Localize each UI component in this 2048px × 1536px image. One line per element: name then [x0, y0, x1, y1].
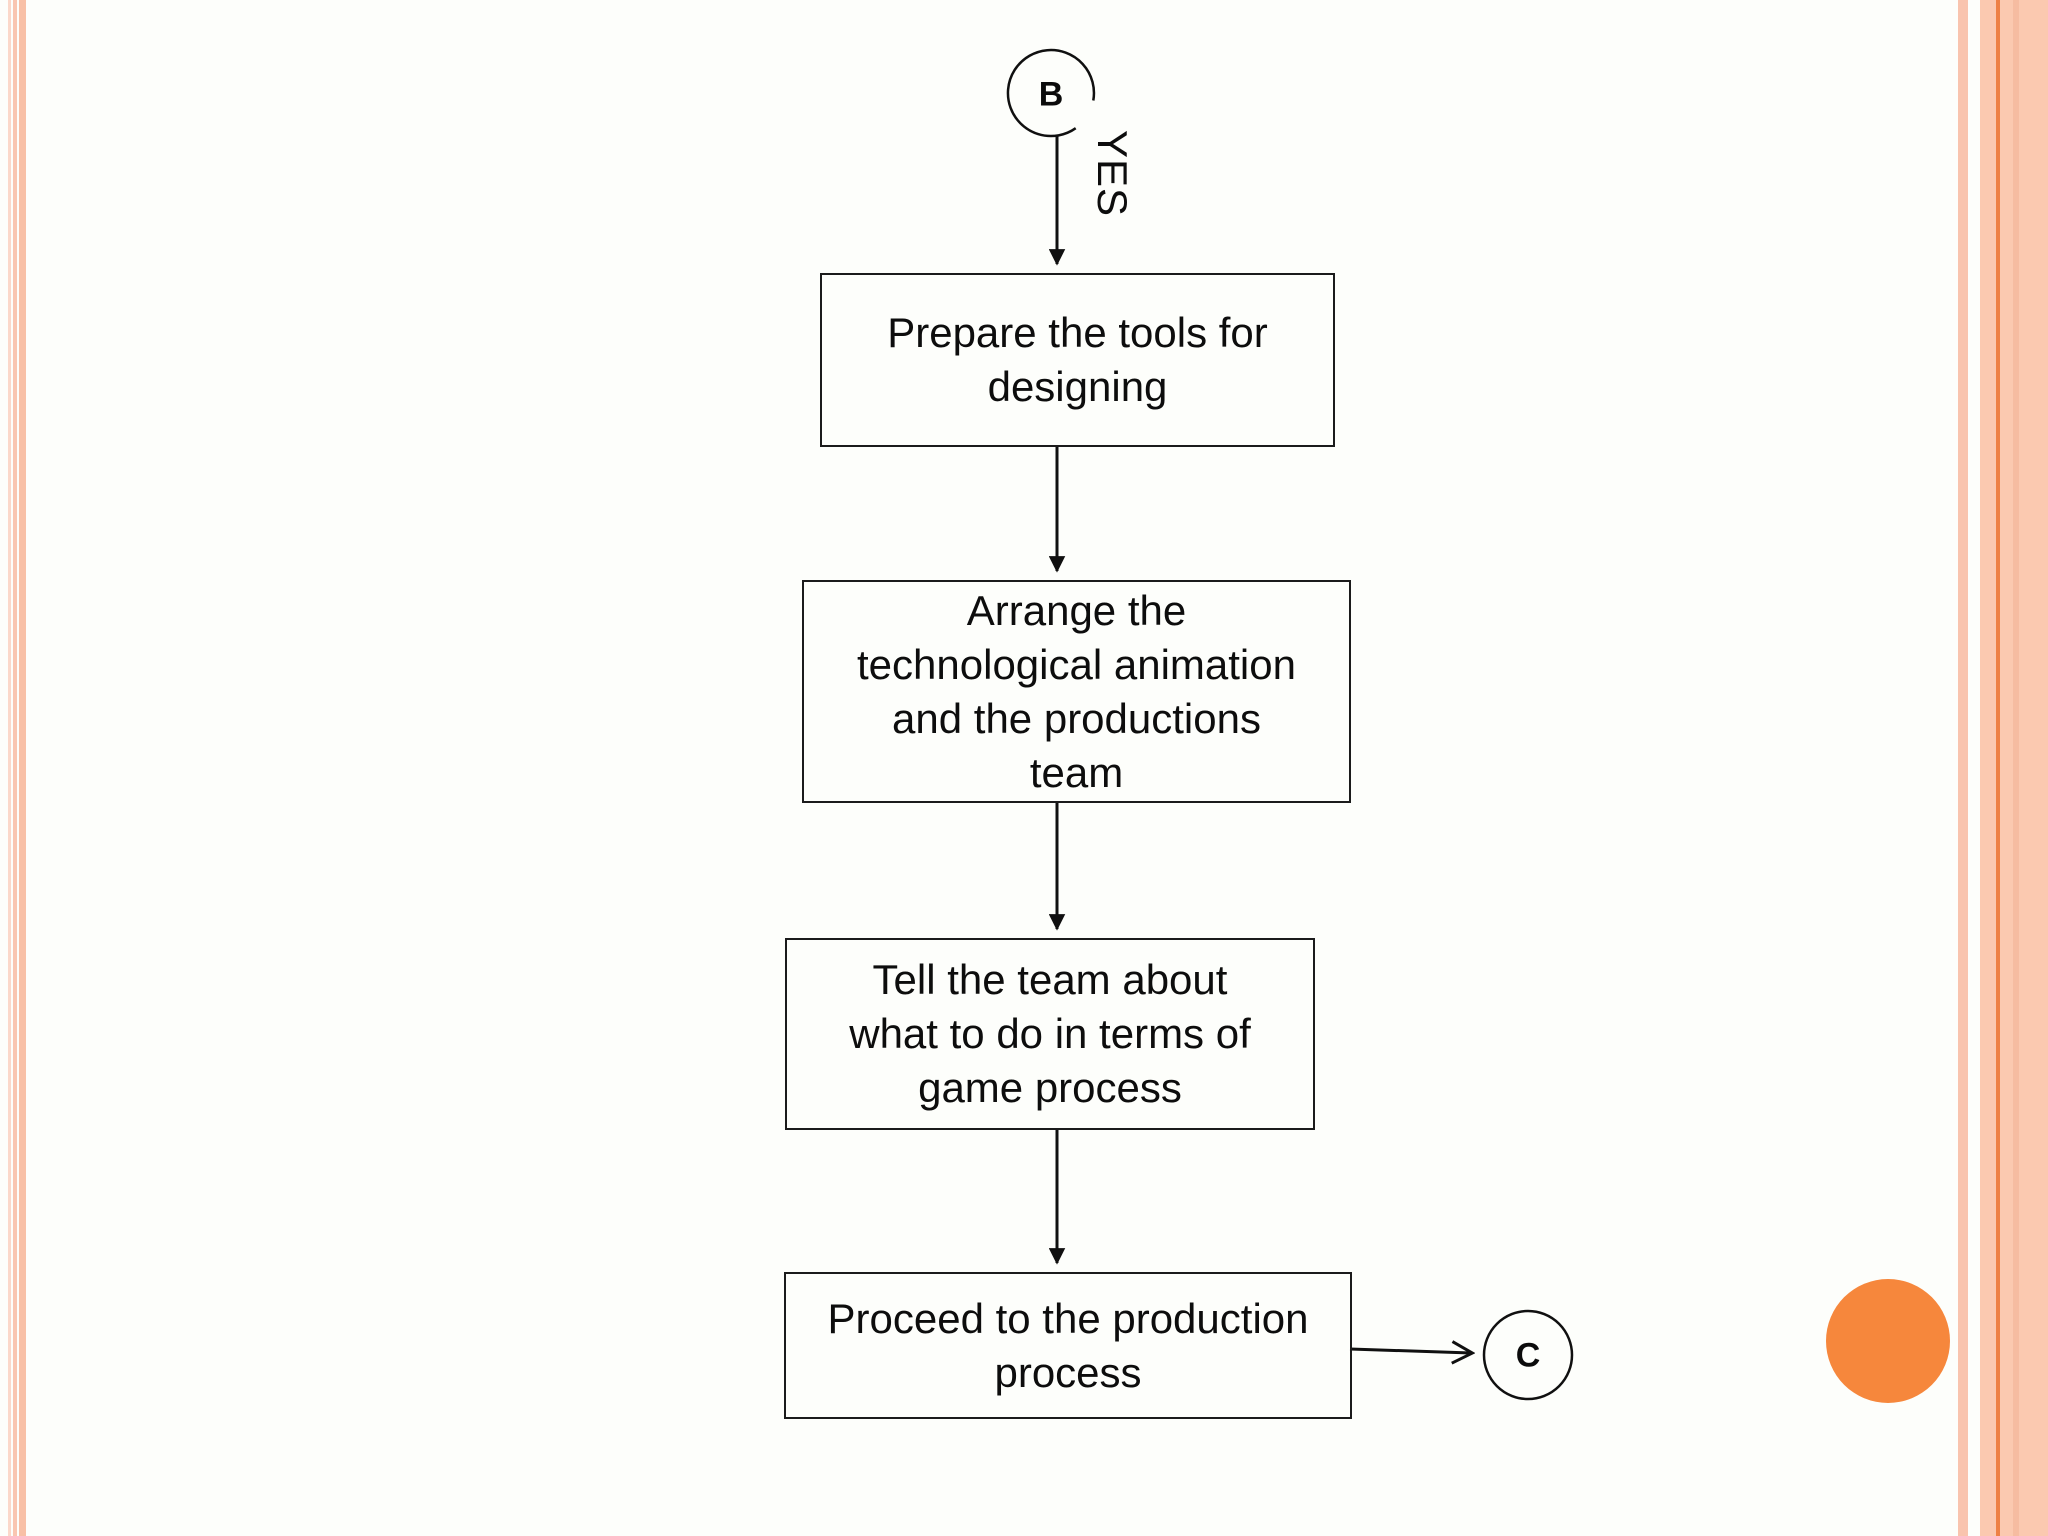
right-stripe	[1958, 0, 1968, 1536]
right-band	[1980, 0, 2048, 1536]
left-stripe-1	[8, 0, 11, 1536]
left-stripe-2	[13, 0, 17, 1536]
accent-circle	[1826, 1279, 1950, 1403]
flow-step-tell-team: Tell the team about what to do in terms …	[785, 938, 1315, 1130]
right-band-shade	[2013, 0, 2019, 1536]
right-band-accent-line	[1996, 0, 2000, 1536]
flow-step-arrange-team: Arrange the technological animation and …	[802, 580, 1351, 803]
flow-step-prepare-tools: Prepare the tools for designing	[820, 273, 1335, 447]
flow-step-proceed-production: Proceed to the production process	[784, 1272, 1352, 1419]
left-stripe-3	[19, 0, 26, 1536]
arrow-step4-to-c	[1349, 1349, 1471, 1353]
connector-b-label: B	[1038, 75, 1064, 114]
connector-circle-c	[1482, 1309, 1574, 1401]
branch-label-yes: YES	[1089, 130, 1136, 218]
flow-step-label: Proceed to the production process	[827, 1294, 1309, 1396]
flow-step-label: Arrange the technological animation and …	[857, 586, 1296, 796]
connector-circle-b	[1006, 48, 1096, 138]
connector-c-label: C	[1515, 1336, 1541, 1375]
flow-step-label: Prepare the tools for designing	[887, 309, 1268, 410]
flow-step-label: Tell the team about what to do in terms …	[849, 956, 1251, 1111]
